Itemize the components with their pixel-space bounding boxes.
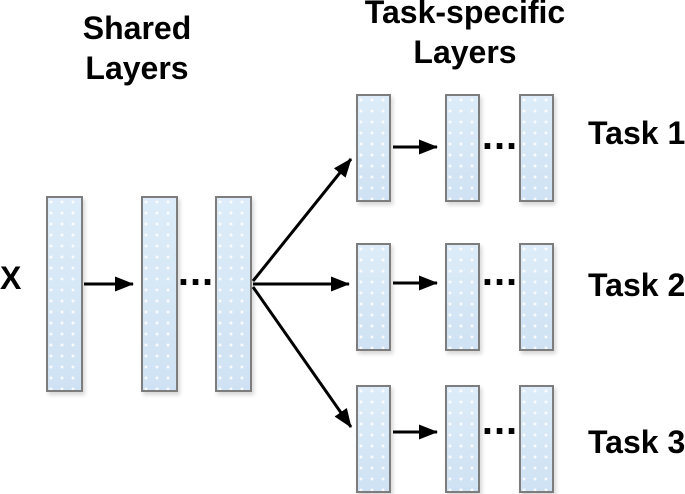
fan-arrow-task1: [251, 158, 353, 282]
task2-layer-rect-1: [356, 243, 391, 351]
task1-layer-rect-2: [445, 94, 480, 202]
task1-ellipsis: ...: [481, 114, 519, 158]
task2-layer-rect-2: [445, 243, 480, 351]
shared-layer-rect-1: [46, 196, 83, 392]
fan-arrow-task3: [251, 286, 353, 428]
task3-layer-rect-2: [445, 385, 480, 493]
input-x-label: X: [0, 260, 22, 296]
task1-layer-rect-3: [519, 94, 554, 202]
task2-ellipsis: ...: [481, 250, 519, 294]
task2-label: Task 2: [588, 267, 685, 303]
shared-layer-rect-2: [141, 196, 178, 392]
task2-layer-rect-3: [519, 243, 554, 351]
task1-label: Task 1: [588, 115, 685, 151]
shared-ellipsis: ...: [177, 250, 215, 294]
task-specific-layers-title: Task-specific Layers: [364, 0, 566, 70]
task3-ellipsis: ...: [481, 399, 519, 443]
task3-layer-rect-3: [519, 385, 554, 493]
task1-layer-rect-1: [356, 94, 391, 202]
task3-label: Task 3: [588, 424, 685, 460]
shared-layer-rect-3: [215, 196, 252, 392]
shared-layers-title: Shared Layers: [82, 10, 192, 86]
task3-layer-rect-1: [356, 385, 391, 493]
